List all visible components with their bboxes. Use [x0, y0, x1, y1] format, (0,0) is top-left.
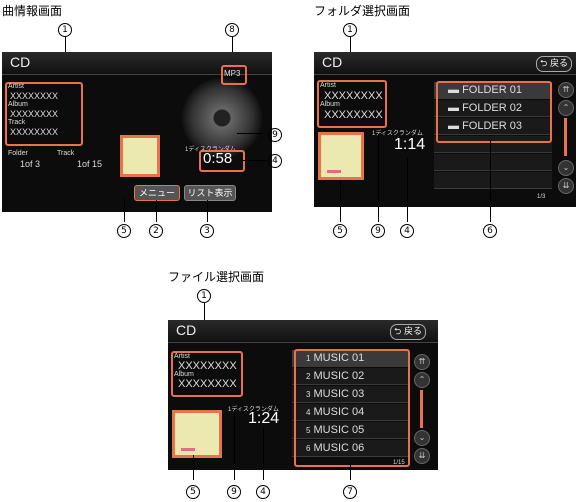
- callout-5b: 5: [333, 223, 347, 238]
- folder-row-empty: [434, 172, 552, 189]
- track-label: Track: [8, 119, 26, 126]
- track-count-value: 1of 15: [77, 159, 103, 169]
- folder-row-empty: [434, 136, 552, 153]
- format-badge-box: [221, 65, 247, 85]
- elapsed-time: 0:58: [203, 150, 233, 167]
- callout-1: 1: [58, 22, 72, 37]
- list-view-button[interactable]: リスト表示: [184, 185, 236, 201]
- file-row[interactable]: 5 MUSIC 05: [292, 422, 408, 439]
- folder-select-screen: CD ⮌ 戻る Artist XXXXXXXX Album XXXXXXXX 1…: [314, 52, 576, 207]
- screen-title: CD: [176, 322, 197, 338]
- callout-4: 4: [268, 153, 282, 168]
- file-row[interactable]: 4 MUSIC 04: [292, 404, 408, 421]
- caption-folder-select: フォルダ選択画面: [314, 4, 411, 18]
- page-indicator: 1/3: [537, 194, 546, 200]
- format-badge: MP3: [224, 69, 241, 78]
- folder-row-empty: [434, 154, 552, 171]
- caption-song-info: 曲情報画面: [2, 4, 63, 18]
- artist-label: Artist: [320, 82, 336, 89]
- callout-4b: 4: [400, 223, 414, 238]
- scroll-down-icon[interactable]: ⌄: [558, 160, 574, 176]
- callout-8: 8: [225, 22, 239, 37]
- page-down-icon[interactable]: ⇊: [558, 178, 574, 194]
- callout-9: 9: [268, 127, 282, 142]
- title-bar: CD: [168, 320, 438, 343]
- album-art-thumbnail: [318, 132, 364, 180]
- folder-list-box: [436, 81, 552, 143]
- elapsed-time: 1:14: [394, 136, 426, 153]
- time-box: [199, 150, 245, 172]
- scroll-up-icon[interactable]: ⌃: [414, 372, 430, 388]
- callout-7: 7: [343, 484, 357, 499]
- album-value: XXXXXXXX: [178, 378, 237, 390]
- artist-label: Artist: [8, 83, 24, 90]
- track-info-box: [317, 80, 387, 128]
- screen-title: CD: [10, 54, 31, 70]
- callout-9c: 9: [227, 484, 241, 499]
- file-row[interactable]: 3 MUSIC 03: [292, 386, 408, 403]
- scroll-down-icon[interactable]: ⌄: [414, 430, 430, 446]
- callout-9b: 9: [371, 223, 385, 238]
- callout-3: 3: [200, 223, 214, 238]
- page-indicator: 1/15: [393, 460, 405, 466]
- callout-6: 6: [483, 223, 497, 238]
- callout-1c: 1: [197, 288, 211, 303]
- album-label: Album: [8, 101, 28, 108]
- callout-5c: 5: [186, 484, 200, 499]
- file-list-box: [294, 349, 410, 467]
- artist-value: XXXXXXXX: [324, 90, 383, 102]
- file-list: 1 MUSIC 01 2 MUSIC 02 3 MUSIC 03 4 MUSIC…: [292, 350, 408, 466]
- back-button[interactable]: ⮌ 戻る: [536, 56, 572, 72]
- file-row[interactable]: 6 MUSIC 06: [292, 440, 408, 457]
- album-art-thumbnail: [120, 135, 160, 177]
- album-value: XXXXXXXX: [10, 109, 59, 119]
- album-value: XXXXXXXX: [324, 109, 383, 121]
- album-label: Album: [320, 101, 340, 108]
- folder-label: Folder: [8, 150, 28, 157]
- scroll-up-icon[interactable]: ⌃: [558, 100, 574, 116]
- folder-value: 1of 3: [20, 159, 41, 169]
- back-button[interactable]: ⮌ 戻る: [390, 324, 426, 340]
- song-info-screen: CD Artist XXXXXXXX Album XXXXXXXX Track …: [2, 52, 272, 212]
- screen-title: CD: [322, 54, 343, 70]
- page-up-icon[interactable]: ⇈: [414, 354, 430, 370]
- track-value: XXXXXXXX: [10, 127, 59, 137]
- album-label: Album: [174, 371, 194, 378]
- scrollbar[interactable]: [564, 118, 567, 156]
- play-mode: 1ディスクランダム: [372, 131, 423, 137]
- scrollbar[interactable]: [420, 390, 423, 428]
- page-down-icon[interactable]: ⇊: [414, 448, 430, 464]
- title-bar: CD: [314, 52, 576, 75]
- elapsed-time: 1:24: [248, 410, 280, 427]
- menu-button[interactable]: メニュー: [134, 185, 180, 201]
- track-count-label: Track: [57, 150, 75, 157]
- track-info-box: [5, 82, 83, 146]
- file-row[interactable]: 2 MUSIC 02: [292, 368, 408, 385]
- callout-2: 2: [149, 223, 163, 238]
- folder-row[interactable]: ▬ FOLDER 01: [434, 82, 552, 99]
- play-mode: 1ディスクランダム: [228, 407, 279, 413]
- file-select-screen: CD ⮌ 戻る Artist XXXXXXXX Album XXXXXXXX 1…: [168, 320, 438, 470]
- callout-1b: 1: [343, 22, 357, 37]
- caption-file-select: ファイル選択画面: [168, 270, 265, 284]
- callout-4c: 4: [256, 484, 270, 499]
- title-bar: CD: [2, 52, 272, 75]
- track-info-box: [171, 351, 243, 397]
- artist-value: XXXXXXXX: [178, 360, 237, 372]
- artist-value: XXXXXXXX: [10, 91, 59, 101]
- album-art-thumbnail: [172, 410, 222, 458]
- page-up-icon[interactable]: ⇈: [558, 82, 574, 98]
- folder-list: ▬ FOLDER 01 ▬ FOLDER 02 ▬ FOLDER 03: [434, 82, 552, 192]
- folder-row[interactable]: ▬ FOLDER 02: [434, 100, 552, 117]
- callout-5: 5: [117, 223, 131, 238]
- disc-image: [182, 78, 262, 158]
- file-row[interactable]: 1 MUSIC 01: [292, 350, 408, 367]
- artist-label: Artist: [174, 353, 190, 360]
- folder-row[interactable]: ▬ FOLDER 03: [434, 118, 552, 135]
